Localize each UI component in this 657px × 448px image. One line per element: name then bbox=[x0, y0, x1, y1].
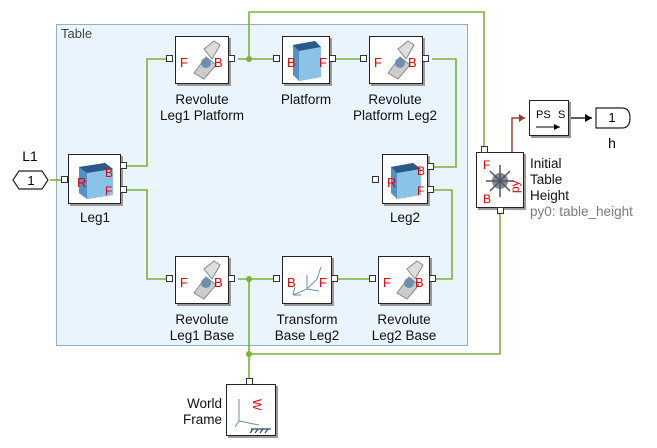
inport-l1[interactable]: L1 1 bbox=[0, 145, 52, 205]
svg-text:F: F bbox=[374, 55, 382, 70]
port-marker bbox=[166, 275, 173, 282]
revolute-joint-icon: F B bbox=[383, 260, 424, 300]
svg-text:B: B bbox=[417, 164, 425, 178]
svg-text:R: R bbox=[77, 175, 86, 190]
leg2-label: Leg2 bbox=[389, 210, 421, 225]
port-marker bbox=[120, 162, 127, 169]
port-marker bbox=[369, 275, 376, 282]
port-marker bbox=[273, 55, 280, 62]
port-marker bbox=[273, 275, 280, 282]
revolute-platform-leg2-block[interactable]: F B bbox=[369, 36, 423, 84]
port-marker bbox=[427, 163, 434, 170]
leg2-block[interactable]: R B F bbox=[382, 154, 428, 204]
solid-body-icon: B F bbox=[287, 41, 327, 81]
junction-dot bbox=[246, 56, 252, 62]
port-marker bbox=[246, 378, 253, 385]
rigid-transform-icon: B F bbox=[287, 266, 327, 296]
world-frame-icon: W bbox=[234, 399, 271, 434]
inport-label: L1 bbox=[22, 148, 38, 164]
svg-text:F: F bbox=[105, 184, 112, 198]
port-marker bbox=[61, 176, 68, 183]
port-marker bbox=[481, 146, 488, 153]
transform-base-leg2-label: Transform Base Leg2 bbox=[274, 312, 340, 343]
connection-world-prismatic bbox=[249, 210, 501, 355]
svg-text:R: R bbox=[387, 175, 396, 190]
svg-text:W: W bbox=[250, 399, 264, 411]
port-marker bbox=[331, 275, 338, 282]
leg1-label: Leg1 bbox=[79, 210, 111, 225]
revolute-joint-icon: F B bbox=[180, 260, 223, 300]
port-marker bbox=[329, 55, 336, 62]
junction-dot bbox=[246, 276, 252, 282]
port-marker bbox=[429, 275, 436, 282]
prismatic-joint-block[interactable]: F B py bbox=[476, 152, 524, 208]
svg-text:F: F bbox=[180, 275, 188, 290]
revolute-joint-icon: F B bbox=[180, 40, 223, 80]
solid-body-icon: R B F bbox=[387, 163, 425, 199]
revolute-platform-leg2-label: Revolute Platform Leg2 bbox=[352, 92, 438, 123]
connection-platform-prismatic bbox=[248, 11, 485, 151]
world-frame-label: World Frame bbox=[182, 396, 222, 427]
outport-h[interactable]: 1 h bbox=[592, 106, 636, 156]
svg-text:B: B bbox=[483, 192, 491, 206]
prismatic-label: Initial Table Height py0: table_height bbox=[530, 156, 633, 219]
inport-number: 1 bbox=[27, 173, 34, 188]
svg-text:F: F bbox=[383, 275, 391, 290]
revolute-leg1-platform-block[interactable]: F B bbox=[175, 36, 229, 84]
port-marker bbox=[497, 207, 504, 214]
subsystem-title: Table bbox=[61, 26, 93, 41]
revolute-leg1-platform-label: Revolute Leg1 Platform bbox=[159, 92, 245, 123]
transform-base-leg2-block[interactable]: B F bbox=[282, 256, 332, 304]
svg-text:PS: PS bbox=[536, 109, 551, 121]
port-marker bbox=[228, 275, 235, 282]
svg-text:B: B bbox=[287, 55, 296, 70]
svg-text:F: F bbox=[319, 55, 327, 70]
port-marker bbox=[372, 176, 379, 183]
connection-leg1-rev1 bbox=[127, 58, 167, 167]
outport-number: 1 bbox=[608, 110, 615, 125]
svg-text:B: B bbox=[408, 55, 417, 70]
connection-rev2-leg2 bbox=[432, 58, 457, 168]
port-marker bbox=[228, 55, 235, 62]
platform-label: Platform bbox=[280, 92, 332, 107]
svg-text:F: F bbox=[319, 275, 327, 290]
svg-text:B: B bbox=[214, 55, 223, 70]
platform-block[interactable]: B F bbox=[282, 36, 330, 84]
svg-text:B: B bbox=[105, 166, 113, 180]
port-marker bbox=[166, 55, 173, 62]
prismatic-joint-icon: F B py bbox=[483, 158, 522, 206]
ps-simulink-converter-block[interactable]: PS S bbox=[529, 100, 569, 136]
port-marker bbox=[120, 186, 127, 193]
svg-text:B: B bbox=[214, 275, 223, 290]
svg-text:B: B bbox=[415, 275, 424, 290]
connection-leg1-revbase1 bbox=[127, 189, 167, 280]
connection-revbase2-leg2 bbox=[432, 189, 453, 280]
junction-dot bbox=[246, 351, 252, 357]
revolute-leg1-base-label: Revolute Leg1 Base bbox=[169, 312, 235, 343]
svg-text:py: py bbox=[508, 180, 522, 193]
svg-text:S: S bbox=[558, 109, 565, 121]
outport-label: h bbox=[608, 135, 616, 151]
converter-icon: PS S bbox=[536, 109, 565, 130]
port-marker bbox=[422, 55, 429, 62]
svg-text:F: F bbox=[417, 184, 424, 198]
svg-text:B: B bbox=[287, 275, 296, 290]
revolute-leg1-base-block[interactable]: F B bbox=[175, 256, 229, 304]
solid-body-icon: R B F bbox=[77, 163, 113, 199]
prismatic-param: py0: table_height bbox=[530, 204, 633, 219]
svg-text:F: F bbox=[483, 158, 490, 172]
port-marker bbox=[360, 55, 367, 62]
revolute-leg2-base-block[interactable]: F B bbox=[378, 256, 430, 304]
revolute-joint-icon: F B bbox=[374, 40, 417, 80]
connection-py-converter bbox=[511, 117, 525, 154]
revolute-leg2-base-label: Revolute Leg2 Base bbox=[371, 312, 437, 343]
port-marker bbox=[427, 186, 434, 193]
world-frame-block[interactable]: W bbox=[226, 384, 276, 436]
svg-text:F: F bbox=[180, 55, 188, 70]
leg1-block[interactable]: R B F bbox=[68, 154, 121, 204]
